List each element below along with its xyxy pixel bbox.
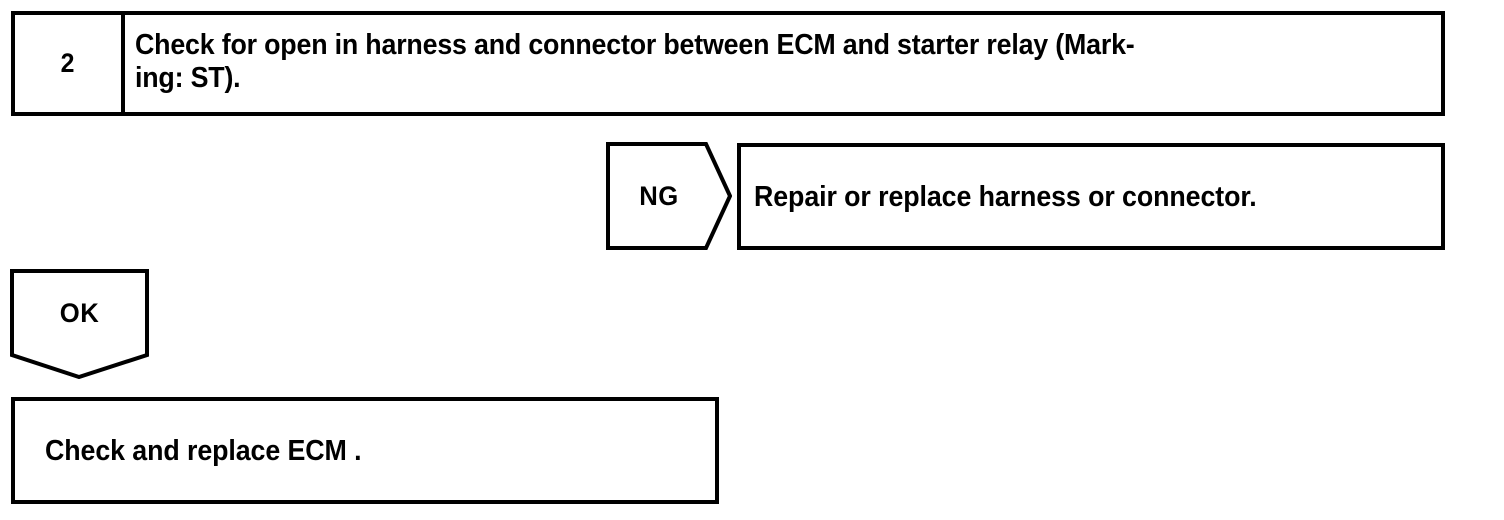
ok-result-box: Check and replace ECM . xyxy=(11,397,719,504)
ng-branch-arrow: NG xyxy=(606,142,732,250)
ok-result-text: Check and replace ECM . xyxy=(45,434,362,467)
ng-result-box: Repair or replace harness or connector. xyxy=(737,143,1445,250)
ok-branch-label: OK xyxy=(59,297,100,328)
ng-branch-label: NG xyxy=(639,180,679,211)
step-number: 2 xyxy=(60,48,76,78)
step-instruction-cell: Check for open in harness and connector … xyxy=(125,15,1441,112)
step-instruction-text: Check for open in harness and connector … xyxy=(135,29,1135,94)
ok-branch-arrow: OK xyxy=(10,269,149,379)
step-number-cell: 2 xyxy=(15,15,125,112)
ng-result-text: Repair or replace harness or connector. xyxy=(754,180,1257,213)
step-row: 2 Check for open in harness and connecto… xyxy=(11,11,1445,116)
